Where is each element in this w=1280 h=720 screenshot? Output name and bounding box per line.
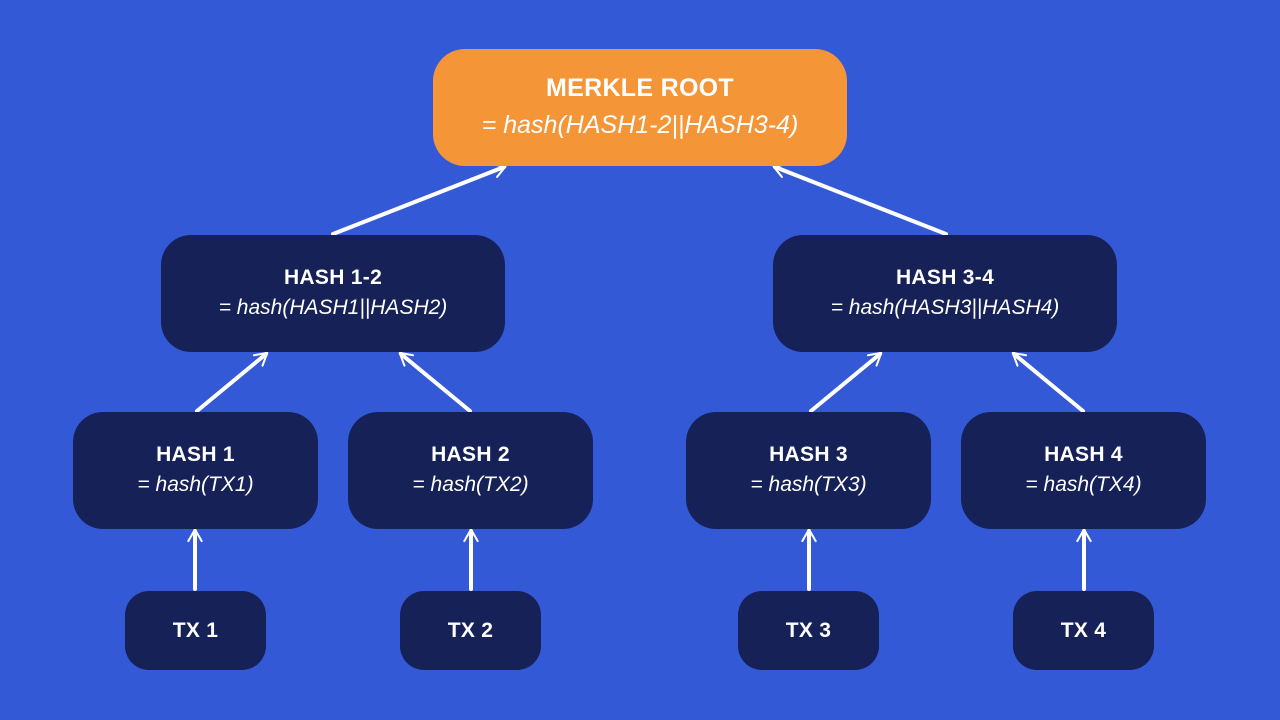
hash-4-node: HASH 4 = hash(TX4) (961, 412, 1206, 529)
tx-2-label: TX 2 (447, 618, 494, 642)
hash-1-2-title: HASH 1-2 (283, 266, 383, 290)
arrow-hash4-to-hash34 (1011, 351, 1085, 413)
merkle-root-formula: = hash(HASH1-2||HASH3-4) (481, 111, 799, 140)
hash-2-title: HASH 2 (431, 443, 510, 467)
hash-4-formula: = hash(TX4) (1025, 473, 1142, 497)
hash-2-node: HASH 2 = hash(TX2) (348, 412, 593, 529)
tx-3-label: TX 3 (785, 618, 832, 642)
hash-3-node: HASH 3 = hash(TX3) (686, 412, 931, 529)
arrow-hash3-to-hash34 (809, 351, 883, 413)
arrow-hash2-to-hash12 (398, 351, 472, 413)
tx-2-node: TX 2 (400, 591, 541, 670)
arrow-hash12-to-root (331, 163, 507, 236)
hash-1-formula: = hash(TX1) (137, 473, 254, 497)
hash-1-2-formula: = hash(HASH1||HASH2) (218, 296, 448, 320)
hash-3-formula: = hash(TX3) (750, 473, 867, 497)
hash-3-4-title: HASH 3-4 (895, 266, 995, 290)
merkle-root-title: MERKLE ROOT (545, 74, 735, 103)
hash-1-node: HASH 1 = hash(TX1) (73, 412, 318, 529)
tx-4-node: TX 4 (1013, 591, 1154, 670)
arrow-hash1-to-hash12 (195, 351, 269, 413)
hash-3-4-node: HASH 3-4 = hash(HASH3||HASH4) (773, 235, 1117, 352)
merkle-root-node: MERKLE ROOT = hash(HASH1-2||HASH3-4) (433, 49, 847, 166)
hash-4-title: HASH 4 (1044, 443, 1123, 467)
hash-3-title: HASH 3 (769, 443, 848, 467)
tx-4-label: TX 4 (1060, 618, 1107, 642)
hash-3-4-formula: = hash(HASH3||HASH4) (830, 296, 1060, 320)
tx-3-node: TX 3 (738, 591, 879, 670)
hash-1-2-node: HASH 1-2 = hash(HASH1||HASH2) (161, 235, 505, 352)
tx-1-label: TX 1 (172, 618, 219, 642)
hash-1-title: HASH 1 (156, 443, 235, 467)
arrow-hash34-to-root (772, 163, 948, 236)
hash-2-formula: = hash(TX2) (412, 473, 529, 497)
tx-1-node: TX 1 (125, 591, 266, 670)
